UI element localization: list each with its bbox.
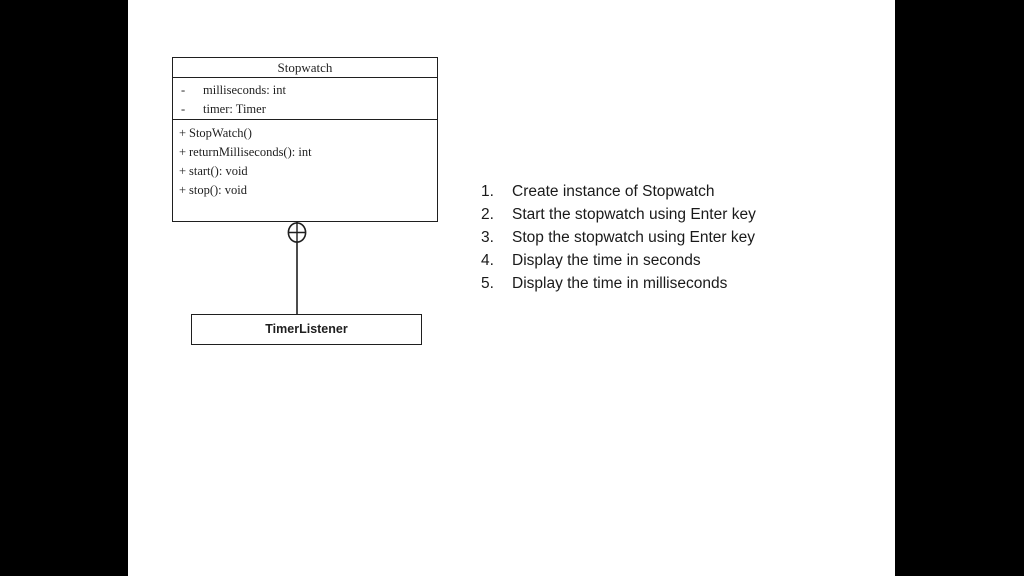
list-item-number: 5. (481, 275, 494, 292)
list-item-text: Display the time in seconds (512, 252, 701, 269)
attribute-label: timer: Timer (203, 102, 266, 116)
list-item-number: 3. (481, 229, 494, 246)
containment-connector (287, 222, 307, 314)
class-attribute: - timer: Timer (173, 100, 437, 119)
list-item: 3. Stop the stopwatch using Enter key (481, 226, 756, 249)
list-item-number: 4. (481, 252, 494, 269)
class-attributes-compartment: - milliseconds: int - timer: Timer (173, 78, 437, 120)
operation-label: returnMilliseconds(): int (189, 145, 312, 159)
list-item-text: Display the time in milliseconds (512, 275, 728, 292)
uml-class-stopwatch: Stopwatch - milliseconds: int - timer: T… (172, 57, 438, 222)
uml-class-timerlistener: TimerListener (191, 314, 422, 345)
visibility-symbol: + (179, 126, 187, 140)
class-name-stopwatch: Stopwatch (173, 58, 437, 78)
slide-canvas: Stopwatch - milliseconds: int - timer: T… (128, 0, 895, 576)
operation-label: start(): void (189, 164, 248, 178)
visibility-symbol: - (181, 102, 186, 116)
class-operation: + returnMilliseconds(): int (173, 143, 437, 162)
list-item: 1. Create instance of Stopwatch (481, 180, 756, 203)
attribute-label: milliseconds: int (203, 83, 286, 97)
visibility-symbol: + (179, 164, 187, 178)
list-item-number: 2. (481, 206, 494, 223)
class-attribute: - milliseconds: int (173, 81, 437, 100)
list-item-number: 1. (481, 183, 494, 200)
class-operation: + StopWatch() (173, 124, 437, 143)
list-item-text: Start the stopwatch using Enter key (512, 206, 756, 223)
list-item: 2. Start the stopwatch using Enter key (481, 203, 756, 226)
steps-list: 1. Create instance of Stopwatch 2. Start… (481, 180, 756, 295)
visibility-symbol: + (179, 183, 187, 197)
class-operation: + stop(): void (173, 181, 437, 200)
list-item-text: Stop the stopwatch using Enter key (512, 229, 755, 246)
list-item-text: Create instance of Stopwatch (512, 183, 715, 200)
class-name-timerlistener: TimerListener (265, 322, 348, 336)
list-item: 5. Display the time in milliseconds (481, 272, 756, 295)
operation-label: stop(): void (189, 183, 247, 197)
class-operations-compartment: + StopWatch() + returnMilliseconds(): in… (173, 120, 437, 200)
visibility-symbol: + (179, 145, 187, 159)
list-item: 4. Display the time in seconds (481, 249, 756, 272)
operation-label: StopWatch() (189, 126, 252, 140)
class-operation: + start(): void (173, 162, 437, 181)
visibility-symbol: - (181, 83, 186, 97)
